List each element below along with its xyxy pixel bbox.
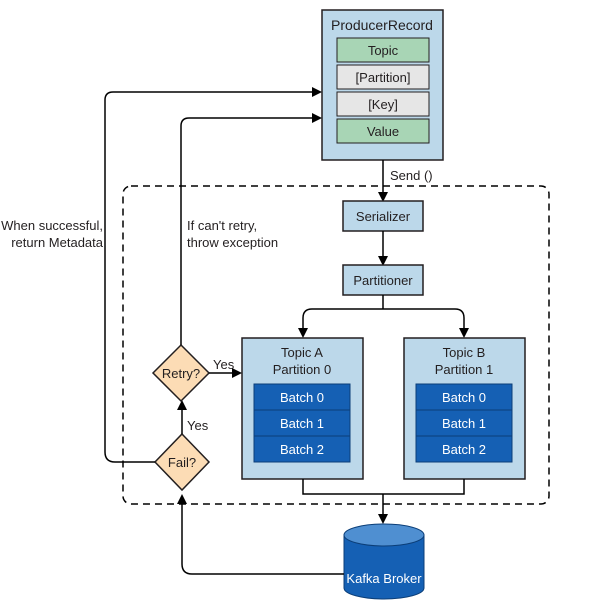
batch-a-0: Batch 0: [253, 383, 351, 411]
batch-b-1: Batch 1: [415, 409, 513, 437]
batch-a-1: Batch 1: [253, 409, 351, 437]
yes-fail-label: Yes: [187, 418, 209, 433]
serializer-box: Serializer: [342, 200, 424, 232]
send-label: Send (): [390, 168, 433, 183]
topic-b-label: Topic B: [443, 345, 486, 360]
producer-boundary: [122, 185, 550, 505]
retry-decision: Retry?: [151, 343, 211, 403]
yes-retry-label: Yes: [213, 357, 235, 372]
record-field-value: Value: [336, 118, 430, 144]
success-label-1: When successful,: [1, 218, 103, 233]
svg-text:Batch 2: Batch 2: [280, 442, 324, 457]
success-label-2: return Metadata: [11, 235, 104, 250]
cant-retry-label-1: If can't retry,: [187, 218, 257, 233]
svg-text:Batch 1: Batch 1: [442, 416, 486, 431]
partitioner-fork: [302, 295, 465, 336]
record-field-partition: [Partition]: [336, 64, 430, 90]
broker-to-fail-arrow: [181, 498, 344, 575]
svg-text:[Key]: [Key]: [368, 97, 398, 112]
svg-text:Batch 0: Batch 0: [280, 390, 324, 405]
svg-text:Batch 0: Batch 0: [442, 390, 486, 405]
kafka-broker: Kafka Broker: [343, 523, 425, 600]
svg-text:Partitioner: Partitioner: [353, 273, 413, 288]
svg-text:Topic: Topic: [368, 43, 399, 58]
batch-a-2: Batch 2: [253, 435, 351, 463]
svg-text:[Partition]: [Partition]: [356, 70, 411, 85]
cant-retry-label-2: throw exception: [187, 235, 278, 250]
partition-0-label: Partition 0: [273, 362, 332, 377]
cant-retry-arrow: [180, 117, 316, 345]
topic-a-label: Topic A: [281, 345, 323, 360]
success-return-arrow: [104, 91, 316, 463]
svg-text:Fail?: Fail?: [168, 455, 196, 470]
batch-b-0: Batch 0: [415, 383, 513, 411]
batch-b-2: Batch 2: [415, 435, 513, 463]
producer-record: ProducerRecord Topic [Partition] [Key] V…: [321, 9, 444, 161]
record-field-topic: Topic: [336, 37, 430, 63]
partition-topic-a: Topic A Partition 0 Batch 0 Batch 1 Batc…: [241, 337, 364, 480]
partition-topic-b: Topic B Partition 1 Batch 0 Batch 1 Batc…: [403, 337, 526, 480]
svg-text:Batch 1: Batch 1: [280, 416, 324, 431]
svg-text:Batch 2: Batch 2: [442, 442, 486, 457]
fail-decision: Fail?: [153, 432, 211, 492]
partition-1-label: Partition 1: [435, 362, 494, 377]
partitions-to-broker-arrow: [302, 479, 465, 518]
kafka-broker-label: Kafka Broker: [346, 571, 422, 586]
record-field-key: [Key]: [336, 91, 430, 117]
partitioner-box: Partitioner: [342, 264, 424, 296]
producer-record-title: ProducerRecord: [331, 17, 433, 33]
svg-text:Value: Value: [367, 124, 399, 139]
svg-text:Serializer: Serializer: [356, 209, 411, 224]
svg-text:Retry?: Retry?: [162, 366, 200, 381]
